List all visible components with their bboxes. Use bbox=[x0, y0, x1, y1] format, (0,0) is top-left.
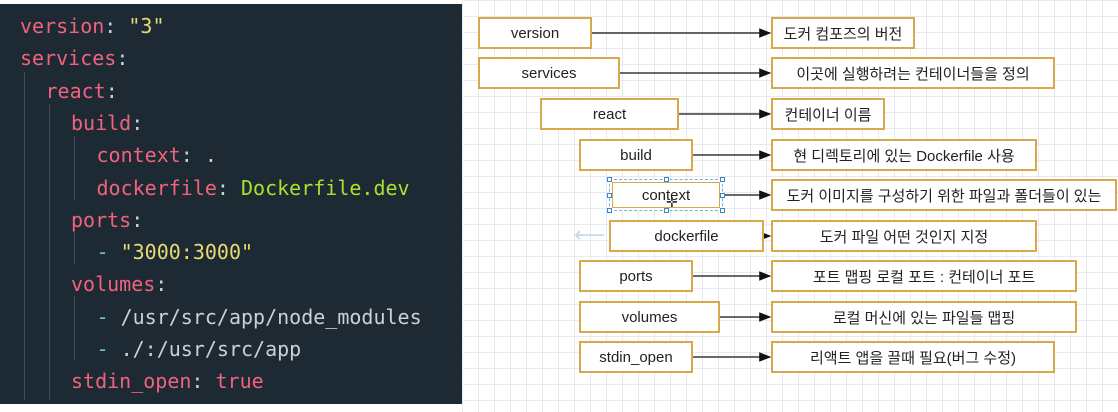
indent-guide bbox=[74, 232, 75, 264]
desc-box-dockerfile[interactable]: 도커 파일 어떤 것인지 지정 bbox=[771, 220, 1037, 252]
code-key: context bbox=[96, 143, 181, 168]
desc-box-volumes[interactable]: 로컬 머신에 있는 파일들 맵핑 bbox=[771, 301, 1077, 333]
code-value: true bbox=[215, 369, 264, 394]
code-line: ports: bbox=[71, 204, 143, 236]
code-separator: : bbox=[104, 14, 129, 38]
code-value: ./:/usr/src/app bbox=[120, 337, 302, 361]
key-box-react[interactable]: react bbox=[540, 98, 679, 130]
code-line: - "3000:3000" bbox=[97, 236, 254, 268]
desc-box-context[interactable]: 도커 이미지를 구성하기 위한 파일과 폴더들이 있는 bbox=[771, 179, 1117, 211]
desc-box-stdin_open[interactable]: 리액트 앱을 끌때 필요(버그 수정) bbox=[771, 341, 1055, 373]
indent-guide bbox=[24, 72, 25, 400]
move-cursor-icon: ✛ bbox=[666, 195, 678, 211]
code-key: build bbox=[71, 110, 132, 135]
code-value: "3" bbox=[128, 14, 165, 38]
code-line: build: bbox=[71, 107, 143, 139]
code-separator: : bbox=[105, 78, 118, 103]
code-key: dockerfile bbox=[96, 175, 217, 200]
code-value: "3000:3000" bbox=[120, 240, 254, 265]
key-box-dockerfile[interactable]: dockerfile bbox=[609, 220, 764, 252]
code-separator: : bbox=[116, 46, 129, 71]
code-key: stdin_open bbox=[71, 369, 192, 394]
list-dash: - bbox=[96, 304, 121, 329]
code-key: ports bbox=[71, 207, 132, 232]
resize-handle[interactable] bbox=[720, 208, 725, 213]
key-box-services[interactable]: services bbox=[478, 57, 620, 89]
indent-guide bbox=[74, 296, 75, 360]
code-key: volumes bbox=[71, 272, 156, 297]
resize-handle[interactable] bbox=[720, 177, 725, 182]
code-key: version bbox=[20, 14, 105, 38]
desc-box-build[interactable]: 현 디렉토리에 있는 Dockerfile 사용 bbox=[771, 139, 1037, 171]
code-line: services: bbox=[20, 42, 128, 74]
code-value: Dockerfile.dev bbox=[241, 175, 410, 200]
desc-box-services[interactable]: 이곳에 실행하려는 컨테이너들을 정의 bbox=[771, 57, 1055, 89]
resize-handle[interactable] bbox=[607, 208, 612, 213]
list-dash: - bbox=[96, 240, 121, 265]
resize-handle[interactable] bbox=[607, 193, 612, 198]
code-value: . bbox=[204, 143, 217, 168]
arrow-left-icon: ⟵ bbox=[574, 223, 606, 248]
key-box-stdin_open[interactable]: stdin_open bbox=[579, 341, 693, 373]
key-box-volumes[interactable]: volumes bbox=[579, 301, 720, 333]
resize-handle[interactable] bbox=[664, 208, 669, 213]
code-separator: : bbox=[216, 175, 242, 200]
code-line: version: "3" bbox=[20, 10, 165, 42]
key-box-context[interactable]: context bbox=[609, 179, 723, 211]
code-separator: : bbox=[131, 110, 144, 135]
key-box-ports[interactable]: ports bbox=[579, 260, 693, 292]
key-box-version[interactable]: version bbox=[478, 17, 592, 49]
key-box-build[interactable]: build bbox=[579, 139, 693, 171]
code-editor-panel: version: "3"services:react:build:context… bbox=[0, 4, 462, 404]
resize-handle[interactable] bbox=[664, 177, 669, 182]
code-line: context: . bbox=[97, 139, 217, 171]
code-key: react bbox=[45, 78, 106, 103]
code-line: - ./:/usr/src/app bbox=[97, 333, 302, 365]
list-dash: - bbox=[96, 337, 121, 361]
indent-guide bbox=[49, 104, 50, 400]
code-separator: : bbox=[131, 207, 144, 232]
desc-box-version[interactable]: 도커 컴포즈의 버전 bbox=[771, 17, 915, 49]
code-separator: : bbox=[191, 369, 216, 394]
code-line: dockerfile: Dockerfile.dev bbox=[97, 172, 410, 204]
code-separator: : bbox=[155, 272, 168, 297]
code-key: services bbox=[20, 46, 117, 71]
code-line: - /usr/src/app/node_modules bbox=[97, 301, 422, 333]
code-value: /usr/src/app/node_modules bbox=[120, 304, 422, 329]
indent-guide bbox=[74, 136, 75, 200]
code-line: react: bbox=[46, 75, 118, 107]
desc-box-ports[interactable]: 포트 맵핑 로컬 포트 : 컨테이너 포트 bbox=[771, 260, 1077, 292]
code-line: volumes: bbox=[71, 268, 167, 300]
arrow-layer bbox=[592, 28, 772, 362]
desc-box-react[interactable]: 컨테이너 이름 bbox=[771, 98, 885, 130]
resize-handle[interactable] bbox=[607, 177, 612, 182]
code-line: stdin_open: true bbox=[71, 365, 264, 397]
code-separator: : bbox=[180, 143, 205, 168]
resize-handle[interactable] bbox=[720, 193, 725, 198]
